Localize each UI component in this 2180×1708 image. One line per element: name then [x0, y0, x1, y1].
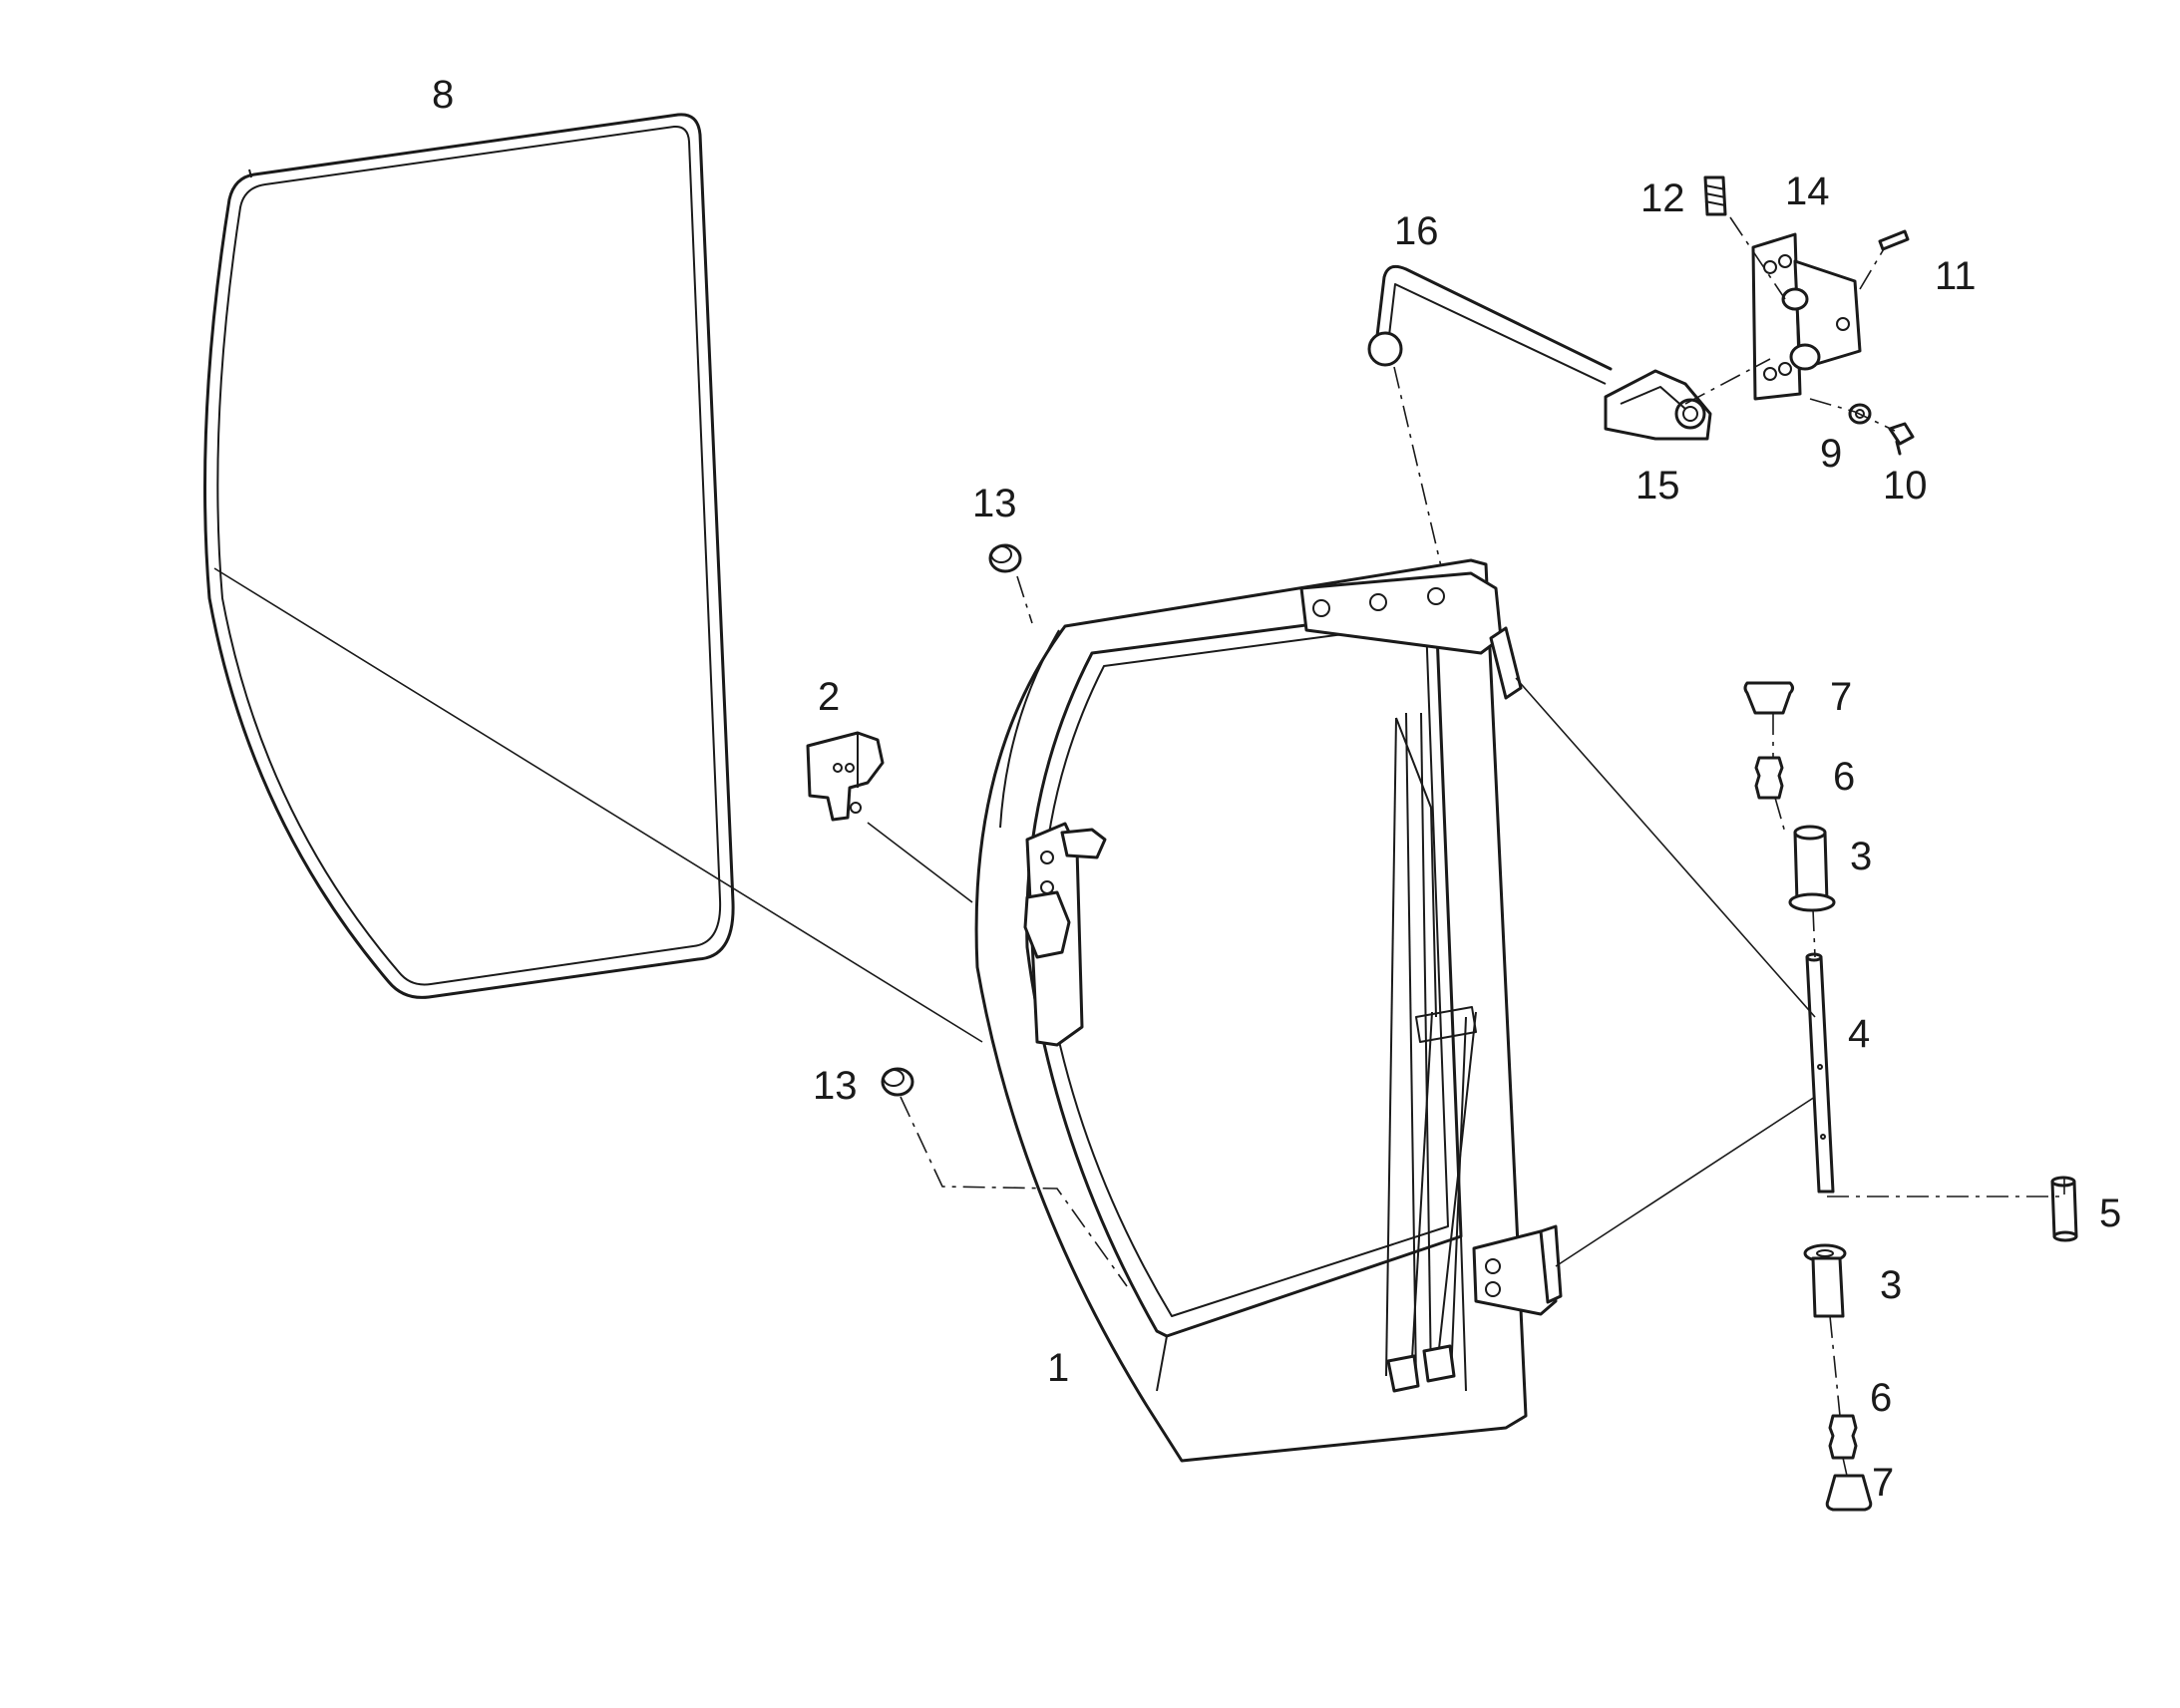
cap-part-7-bottom — [1825, 1474, 1873, 1512]
callout-8: 8 — [432, 73, 454, 117]
grease-fitting-part-6-bottom — [1828, 1414, 1858, 1460]
callout-16: 16 — [1394, 209, 1439, 253]
callout-13-bottom: 13 — [813, 1064, 858, 1108]
clamp-part-15 — [1604, 369, 1712, 441]
rod-part-16 — [1367, 264, 1613, 385]
callout-5: 5 — [2099, 1192, 2121, 1235]
grease-fitting-part-6-top — [1754, 756, 1784, 800]
bracket-part-2 — [806, 731, 885, 822]
callout-14: 14 — [1785, 170, 1830, 213]
callout-9: 9 — [1820, 432, 1842, 476]
callout-1: 1 — [1047, 1346, 1069, 1390]
centerlines — [900, 216, 2065, 1477]
callout-11: 11 — [1935, 254, 1977, 298]
hinge-pin-part-4 — [1805, 952, 1835, 1194]
sleeve-part-5 — [2050, 1176, 2078, 1242]
callout-13-top: 13 — [972, 482, 1017, 525]
plug-part-13-top — [988, 543, 1022, 573]
plug-part-13-bottom — [881, 1067, 914, 1097]
bushing-part-3-top — [1788, 825, 1836, 912]
window-seal-part-8 — [203, 113, 735, 999]
callout-2: 2 — [818, 675, 840, 719]
cap-part-7-top — [1743, 681, 1794, 715]
callout-7-top: 7 — [1830, 675, 1852, 719]
callout-6-bottom: 6 — [1870, 1376, 1892, 1420]
callout-7-bottom: 7 — [1872, 1461, 1894, 1505]
bolt-part-10 — [1888, 422, 1915, 456]
callout-labels: 1 2 3 3 4 5 6 6 7 7 8 9 10 11 12 13 13 1… — [432, 73, 2121, 1505]
door-frame-part-1 — [974, 558, 1563, 1463]
hinge-bracket-part-14 — [1751, 232, 1862, 401]
bushing-part-3-bottom — [1803, 1243, 1847, 1318]
callout-10: 10 — [1883, 464, 1928, 508]
callout-15: 15 — [1635, 464, 1680, 508]
pin-part-11 — [1878, 229, 1910, 251]
callout-6-top: 6 — [1833, 755, 1855, 799]
callout-12: 12 — [1640, 176, 1685, 220]
callout-4: 4 — [1848, 1012, 1870, 1056]
callout-3-top: 3 — [1850, 835, 1872, 878]
callout-3-bottom: 3 — [1880, 1263, 1902, 1307]
leader-lines — [213, 567, 1816, 1267]
spring-part-12 — [1703, 175, 1727, 216]
